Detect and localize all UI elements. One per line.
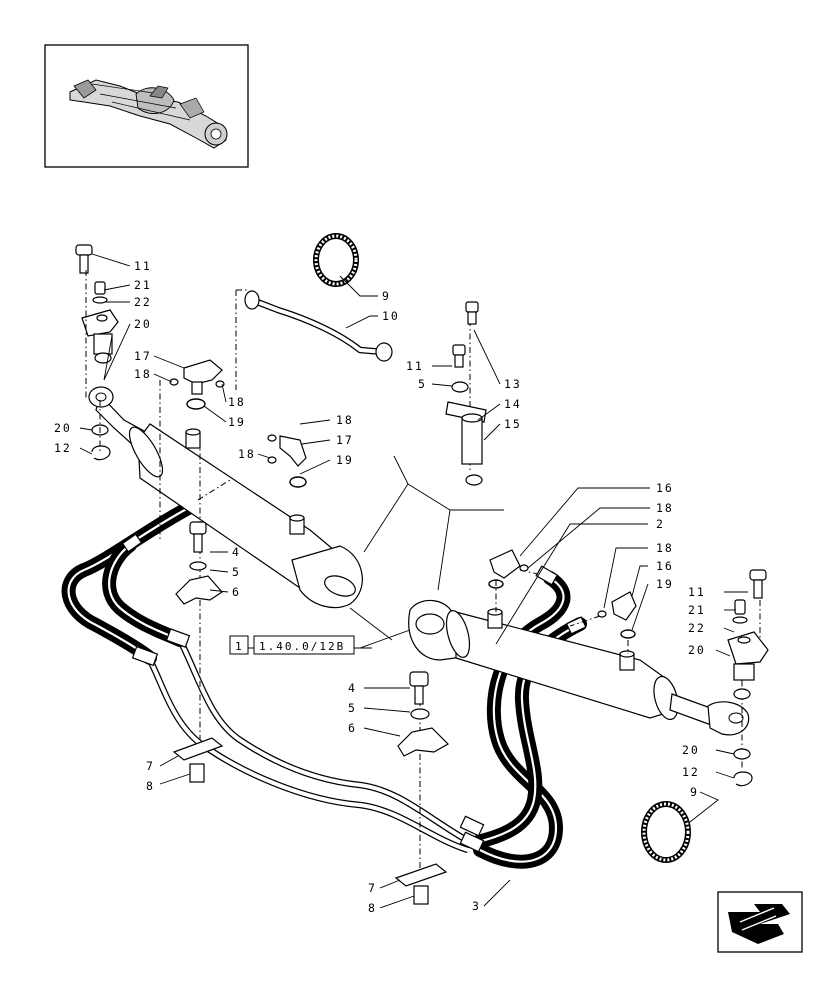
hose-clamp-9-top — [313, 233, 359, 287]
steering-cylinder-right — [408, 599, 750, 736]
callout-17-a: 17 — [134, 349, 152, 363]
plate-7-8-right — [394, 863, 448, 905]
callout-9-b: 9 — [690, 785, 699, 799]
callout-3-a: 3 — [472, 899, 481, 913]
hose-fittings — [121, 483, 587, 853]
leader-lines — [79, 253, 748, 909]
pivot-pin-20-left — [81, 309, 119, 364]
callout-11-b: 11 — [406, 359, 424, 373]
callout-18-f: 18 — [656, 541, 674, 555]
callout-5-c: 5 — [348, 701, 357, 715]
washers-left — [91, 424, 111, 461]
callout-21-b: 21 — [688, 603, 706, 617]
next-page-arrow-icon[interactable] — [717, 891, 803, 953]
callout-21-a: 21 — [134, 278, 152, 292]
callout-8-b: 8 — [368, 901, 377, 915]
callout-18-b: 18 — [228, 395, 246, 409]
pivot-pin-20-right — [727, 631, 769, 700]
callout-2-a: 2 — [656, 517, 665, 531]
callout-12-a: 12 — [54, 441, 72, 455]
callout-15-a: 15 — [504, 417, 522, 431]
hose-left-inner — [102, 538, 187, 647]
hose-right-outer — [473, 571, 571, 869]
reference-code: 1.40.0/12B — [259, 640, 345, 653]
callout-4-b: 4 — [348, 681, 357, 695]
callout-22-b: 22 — [688, 621, 706, 635]
grease-nipple-21-right — [732, 599, 748, 624]
page-reference[interactable]: 1 1.40.0/12B — [229, 635, 355, 655]
steering-pipe-lower — [147, 638, 472, 854]
callout-5-a: 5 — [418, 377, 427, 391]
plate-7-8-left — [172, 737, 224, 783]
callout-20-c: 20 — [688, 643, 706, 657]
callout-11-a: 11 — [134, 259, 152, 273]
callout-labels: 11 21 22 20 17 18 18 19 20 12 9 10 11 5 … — [54, 259, 706, 915]
callout-13-a: 13 — [504, 377, 522, 391]
front-axle-thumbnail-icon[interactable] — [44, 44, 249, 168]
clamp-group-centre — [397, 671, 449, 757]
hose-clamp-9-bottom — [641, 801, 691, 863]
hose-left-outer — [61, 489, 219, 665]
callout-16-a: 16 — [656, 481, 674, 495]
pivot-group-13-15 — [445, 301, 487, 486]
elbow-fitting-16-left — [488, 549, 529, 589]
washers-right — [733, 748, 753, 787]
callout-9-a: 9 — [382, 289, 391, 303]
bolt-11-left — [75, 244, 93, 274]
callout-11-c: 11 — [688, 585, 706, 599]
callout-18-e: 18 — [656, 501, 674, 515]
callout-18-a: 18 — [134, 367, 152, 381]
callout-18-c: 18 — [336, 413, 354, 427]
callout-8-a: 8 — [146, 779, 155, 793]
callout-5-b: 5 — [232, 565, 241, 579]
callout-20-d: 20 — [682, 743, 700, 757]
clamp-group-left — [175, 521, 223, 605]
callout-10-a: 10 — [382, 309, 400, 323]
callout-19-a: 19 — [228, 415, 246, 429]
steel-tube-10 — [244, 290, 393, 362]
grease-nipple-21-left — [92, 281, 108, 304]
callout-12-b: 12 — [682, 765, 700, 779]
callout-14-a: 14 — [504, 397, 522, 411]
bolt-11-right — [749, 569, 767, 599]
elbow-fitting-16-right — [597, 591, 637, 639]
callout-18-d: 18 — [238, 447, 256, 461]
callout-22-a: 22 — [134, 295, 152, 309]
callout-7-a: 7 — [146, 759, 155, 773]
tee-fitting-17 — [169, 359, 225, 410]
reference-index: 1 — [235, 640, 244, 653]
elbow-fitting-17-left — [267, 434, 307, 488]
callout-4-a: 4 — [232, 545, 241, 559]
callout-20-b: 20 — [54, 421, 72, 435]
callout-19-c: 19 — [656, 577, 674, 591]
callout-20-a: 20 — [134, 317, 152, 331]
callout-6-a: 6 — [232, 585, 241, 599]
callout-16-b: 16 — [656, 559, 674, 573]
steering-cylinder-left — [88, 386, 363, 609]
callout-17-b: 17 — [336, 433, 354, 447]
callout-7-b: 7 — [368, 881, 377, 895]
callout-6-b: 6 — [348, 721, 357, 735]
callout-19-b: 19 — [336, 453, 354, 467]
